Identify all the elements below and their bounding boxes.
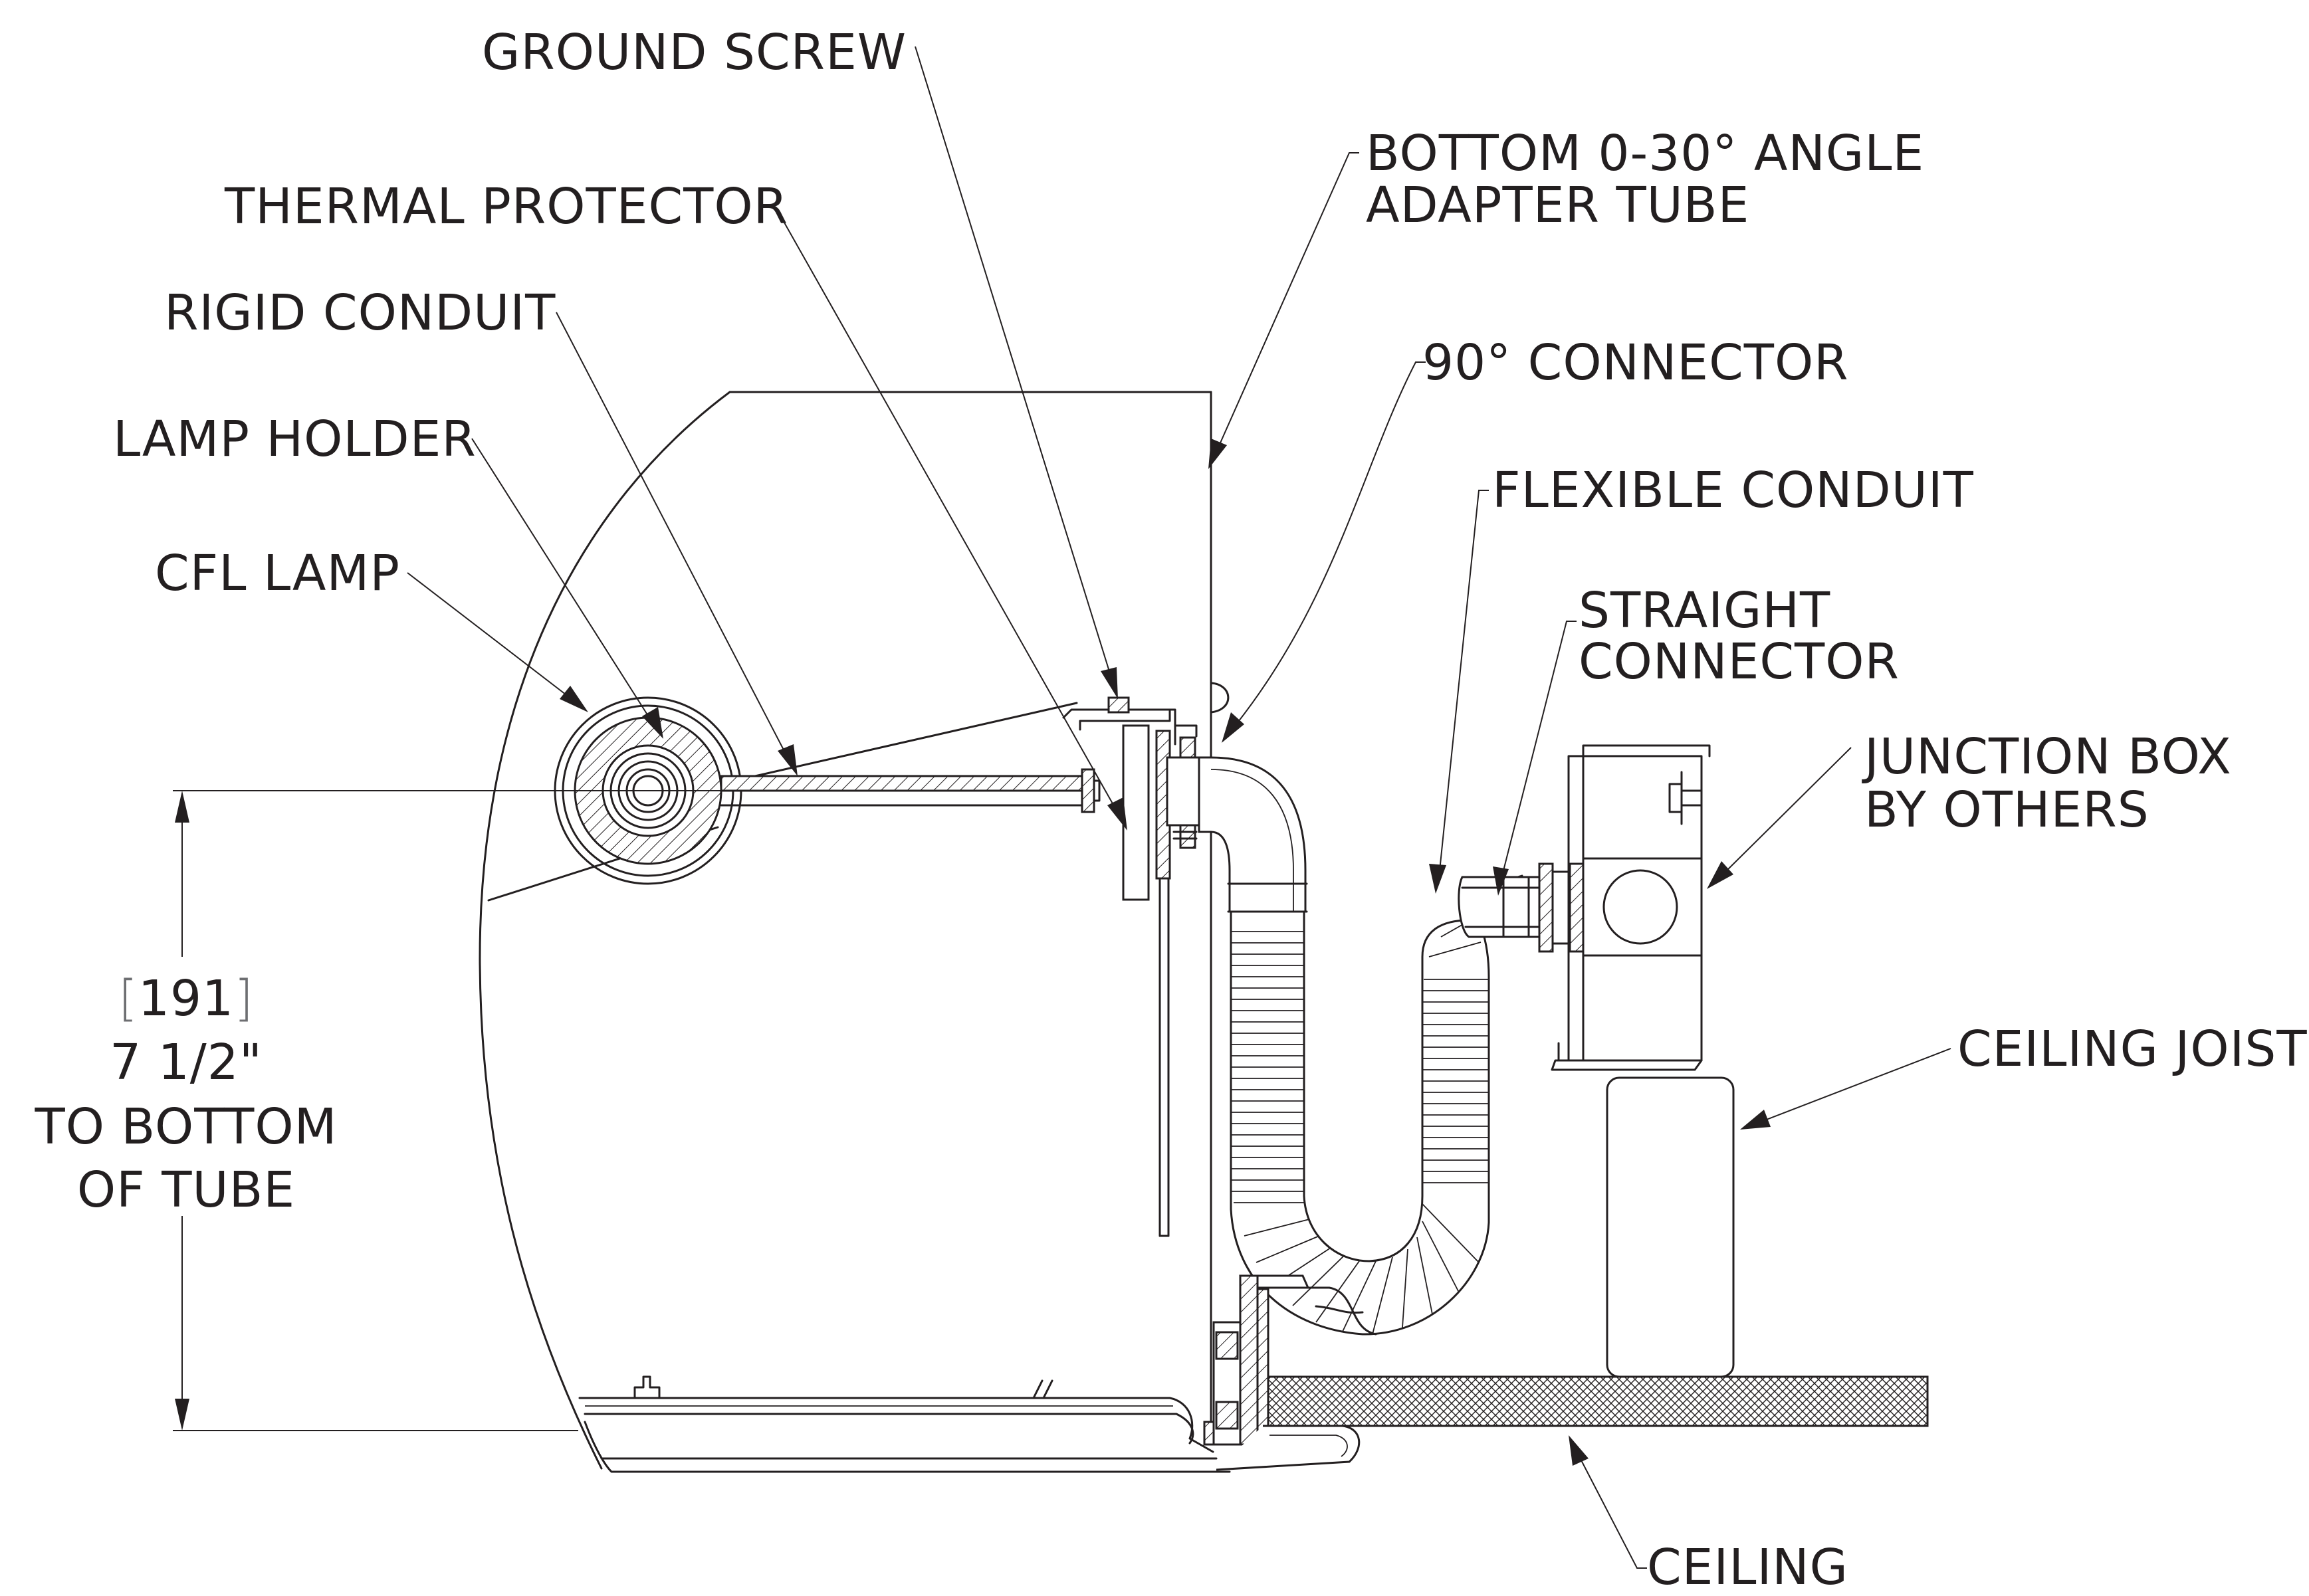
label-ceiling: CEILING xyxy=(1647,1539,1848,1596)
label-bottom-adapter-line1: BOTTOM 0-30° ANGLE xyxy=(1366,125,1925,182)
dimension-191 xyxy=(173,790,721,1431)
bracket-right: ] xyxy=(234,970,254,1027)
bracket-left: [ xyxy=(118,970,138,1027)
label-flexible-conduit: FLEXIBLE CONDUIT xyxy=(1492,462,1974,519)
label-lamp-holder: LAMP HOLDER xyxy=(113,411,477,468)
dimension-metric: [191] xyxy=(118,970,254,1027)
label-ground-screw: GROUND SCREW xyxy=(482,24,907,81)
conduit-ribs-right xyxy=(1422,920,1489,1183)
straight-connector xyxy=(1458,862,1585,953)
90-degree-connector xyxy=(1198,756,1308,913)
label-thermal-protector: THERMAL PROTECTOR xyxy=(225,178,789,235)
label-straight-connector-line1: STRAIGHT xyxy=(1579,582,1831,639)
fixture-housing xyxy=(479,391,1230,1470)
junction-box xyxy=(1551,744,1711,1071)
label-junction-box-line2: BY OTHERS xyxy=(1864,781,2149,839)
dimension-imperial: 7 1/2" xyxy=(110,1034,263,1091)
label-straight-connector-line2: CONNECTOR xyxy=(1579,633,1900,690)
label-cfl-lamp: CFL LAMP xyxy=(155,545,401,602)
label-junction-box-line1: JUNCTION BOX xyxy=(1864,728,2232,785)
label-ceiling-joist: CEILING JOIST xyxy=(1957,1021,2308,1078)
rigid-conduit xyxy=(720,768,1101,813)
flexible-conduit xyxy=(1230,874,1523,1336)
label-rigid-conduit: RIGID CONDUIT xyxy=(164,284,556,342)
label-90-connector: 90° CONNECTOR xyxy=(1422,334,1849,391)
ceiling-joist xyxy=(1606,1076,1735,1378)
bottom-lens-assembly xyxy=(578,1375,1231,1473)
thermal-protector xyxy=(1062,696,1200,1237)
conduit-ribs-bend xyxy=(1244,1203,1480,1335)
mounting-hardware xyxy=(1203,1274,1377,1471)
dimension-note-line1: TO BOTTOM xyxy=(35,1098,338,1155)
label-bottom-adapter-line2: ADAPTER TUBE xyxy=(1366,177,1750,234)
ceiling-board xyxy=(1262,1375,1929,1427)
conduit-ribs-left xyxy=(1231,931,1305,1203)
leader-lines xyxy=(407,46,1951,1569)
dimension-note-line2: OF TUBE xyxy=(76,1161,296,1219)
